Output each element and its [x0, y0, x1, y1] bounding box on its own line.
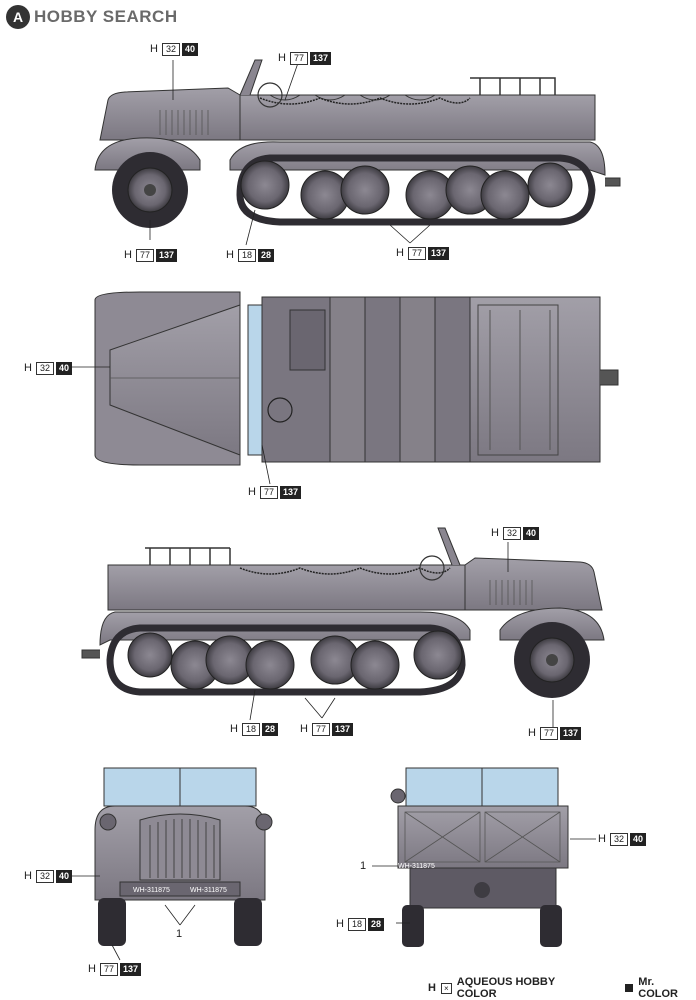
track — [236, 154, 596, 226]
hood — [99, 87, 241, 141]
cargo-bed-side-right — [107, 564, 474, 611]
callout-hood-left: H 32 40 — [150, 43, 198, 56]
hood-top — [109, 304, 241, 456]
front-decal-marker: 1 — [176, 928, 183, 940]
callout-front-body: H 32 40 — [24, 870, 72, 883]
callout-hood-top: H 32 40 — [24, 362, 72, 375]
top-view — [68, 291, 619, 485]
color-legend: H× AQUEOUS HOBBY COLOR Mr. COLOR — [428, 976, 696, 1000]
rear-view — [372, 767, 596, 947]
cargo-bed-side — [229, 94, 596, 141]
callout-hood-right: H 32 40 — [491, 527, 539, 540]
black-square-icon — [625, 984, 634, 992]
right-side-view — [81, 527, 605, 730]
front-right-tire — [234, 898, 262, 946]
road-wheels — [240, 160, 573, 220]
rear-plate: WH-311875 — [398, 863, 435, 870]
callout-front-tire-right: H 77 137 — [528, 727, 581, 740]
brand-title: HOBBY SEARCH — [34, 7, 178, 26]
hobby-search-logo: A HOBBY SEARCH — [6, 4, 178, 30]
legend-aqueous: H× AQUEOUS HOBBY COLOR — [428, 976, 555, 1000]
left-side-view — [94, 59, 621, 246]
tailgate — [397, 805, 569, 869]
legend-mr-color: Mr. COLOR — [625, 976, 696, 1000]
front-plate-left: WH-311875 — [133, 887, 170, 894]
rear-decal-marker: 1 — [360, 860, 367, 872]
track-right — [106, 624, 466, 696]
rear-right-track — [540, 905, 562, 947]
rear-left-track — [402, 905, 424, 947]
road-wheels-right — [127, 630, 463, 690]
windscreen-top — [247, 304, 263, 456]
callout-rear-tracks: H 18 28 — [336, 918, 384, 931]
callout-interior-top: H 77 137 — [248, 486, 301, 499]
callout-interior-left: H 77 137 — [278, 52, 331, 65]
brand-badge: A — [6, 5, 30, 29]
hood-right — [464, 557, 603, 611]
front-left-tire — [98, 898, 126, 946]
callout-track-right: H 18 28 — [230, 723, 278, 736]
callout-road-wheels-right: H 77 137 — [300, 723, 353, 736]
callout-front-tires: H 77 137 — [88, 963, 141, 976]
callout-track-left: H 18 28 — [226, 249, 274, 262]
callout-road-wheels-left: H 77 137 — [396, 247, 449, 260]
front-view — [68, 767, 273, 961]
callout-rear-body: H 32 40 — [598, 833, 646, 846]
front-plate-right: WH-311875 — [190, 887, 227, 894]
cargo-bed-top — [469, 296, 601, 463]
legend-box-icon: × — [440, 982, 452, 994]
callout-front-tire-left: H 77 137 — [124, 249, 177, 262]
